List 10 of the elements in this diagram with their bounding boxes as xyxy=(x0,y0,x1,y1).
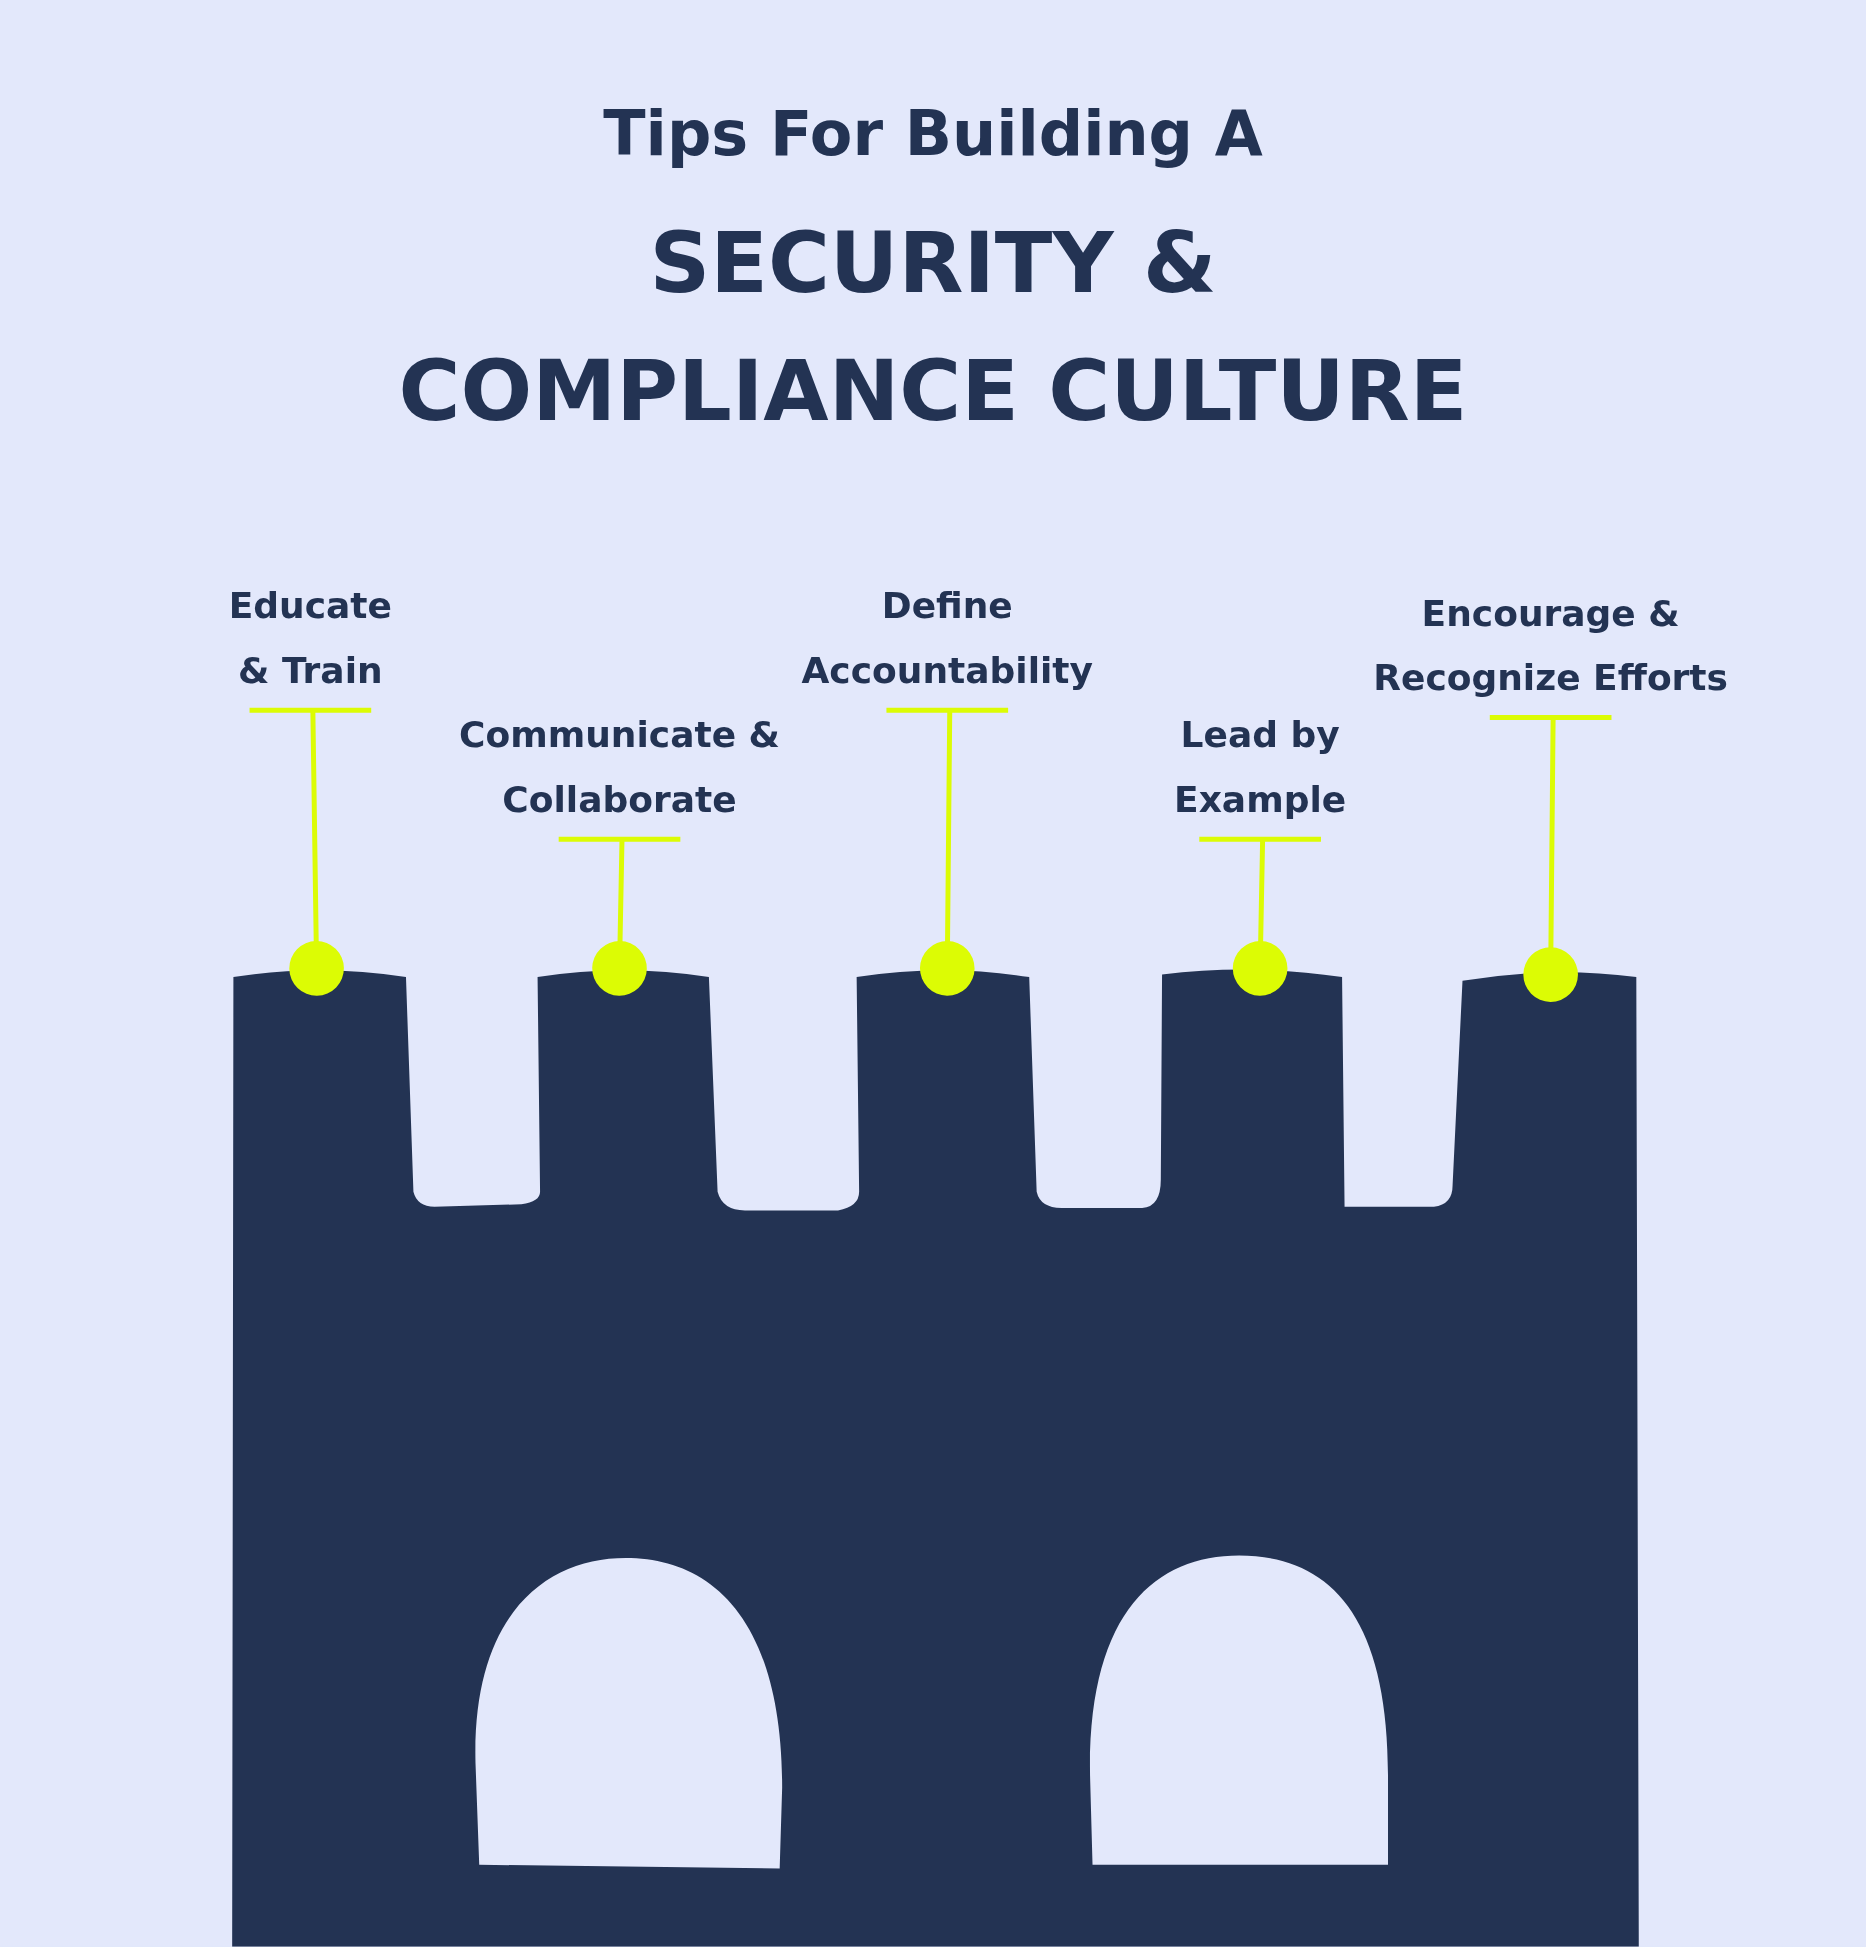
tip-label: Define Accountability xyxy=(779,573,1115,703)
leader-line xyxy=(556,836,683,996)
subtitle-heading: Tips For Building A xyxy=(602,97,1264,173)
leader-line xyxy=(1196,836,1324,996)
leader-line xyxy=(247,707,374,996)
tip-label: Educate & Train xyxy=(211,573,410,703)
main-heading: SECURITY & COMPLIANCE CULTURE xyxy=(397,212,1469,442)
tip-label: Communicate & Collaborate xyxy=(458,702,781,832)
leader-line xyxy=(883,707,1011,996)
leader-line xyxy=(1487,715,1614,1002)
